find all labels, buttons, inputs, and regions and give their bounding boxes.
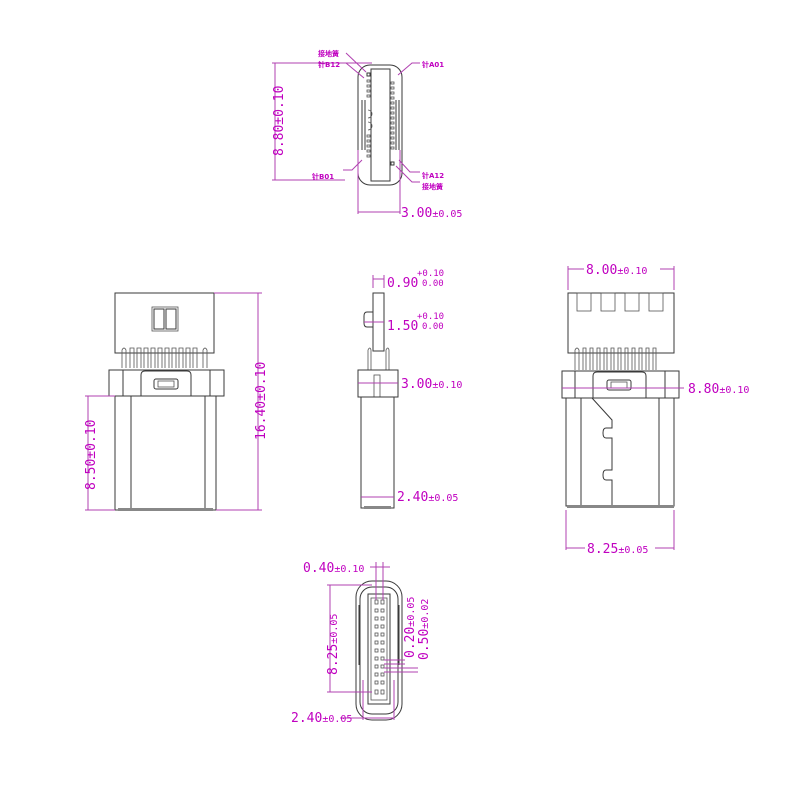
dim-back-bottom-width: 8.25±0.05 xyxy=(587,542,648,557)
dim-front-shell-height: 8.50±0.10 xyxy=(84,420,99,490)
back-view xyxy=(561,266,684,550)
pins-b-row xyxy=(366,72,373,158)
receptacle-outline xyxy=(357,64,403,186)
shell-seam xyxy=(591,397,613,506)
dim-side-tab-width: 1.50 xyxy=(387,319,418,334)
front-view xyxy=(85,292,262,511)
shell xyxy=(114,395,217,511)
dim-back-top-width: 8.00±0.10 xyxy=(586,263,647,278)
dim-plug-width: 2.40±0.05 xyxy=(291,711,352,726)
plug-outline xyxy=(355,580,403,721)
pins-a-row xyxy=(390,81,395,166)
label-ground-spring: 接地簧 xyxy=(318,49,339,58)
label-pin-a01: 针A01 xyxy=(421,60,444,69)
pcb-body xyxy=(114,292,215,354)
dim-side-shell-thickness: 2.40±0.05 xyxy=(397,490,458,505)
dim-back-mid-width: 8.80±0.10 xyxy=(688,382,749,397)
tongue xyxy=(370,68,391,182)
collar xyxy=(108,369,225,397)
label-ground-pad: 接地簧 xyxy=(422,182,443,191)
plug-face-view xyxy=(327,562,418,721)
dim-front-total-height: 16.40±0.10 xyxy=(254,362,269,440)
back-collar xyxy=(561,370,680,399)
dim-side-pcb-thickness: 0.90 xyxy=(387,276,418,291)
side-shell xyxy=(360,396,395,509)
back-pcb xyxy=(567,292,675,354)
back-shell xyxy=(565,397,675,507)
dim-plug-pin-width: 0.40±0.10 xyxy=(303,561,364,576)
dim-side-pcb-tol-minus: 0.00 xyxy=(422,279,444,289)
label-pin-a12: 针A12 xyxy=(421,171,444,180)
solder-pins xyxy=(121,347,208,368)
dim-side-mid-thickness: 3.00±0.10 xyxy=(401,377,462,392)
back-solder-pins xyxy=(574,347,657,370)
label-pin-b12: 针B12 xyxy=(317,60,340,69)
dim-side-pcb-tol-plus: +0.10 xyxy=(417,269,444,279)
dim-side-tab-tol-minus: 0.00 xyxy=(422,322,444,332)
label-pin-b01: 针B01 xyxy=(311,172,334,181)
dim-plug-pin-gap: 0.20±0.05 xyxy=(403,597,418,658)
dim-top-width: 3.00±0.05 xyxy=(401,206,462,221)
dim-side-tab-tol-plus: +0.10 xyxy=(417,312,444,322)
dim-top-height: 8.80±0.10 xyxy=(272,86,287,156)
side-view xyxy=(357,275,399,509)
dim-plug-pin-pitch: 0.50±0.02 xyxy=(417,599,432,660)
top-face-view xyxy=(272,52,420,214)
plug-cavity xyxy=(367,593,391,705)
dim-plug-height: 8.25±0.05 xyxy=(326,614,341,675)
plug-contacts xyxy=(374,599,385,695)
